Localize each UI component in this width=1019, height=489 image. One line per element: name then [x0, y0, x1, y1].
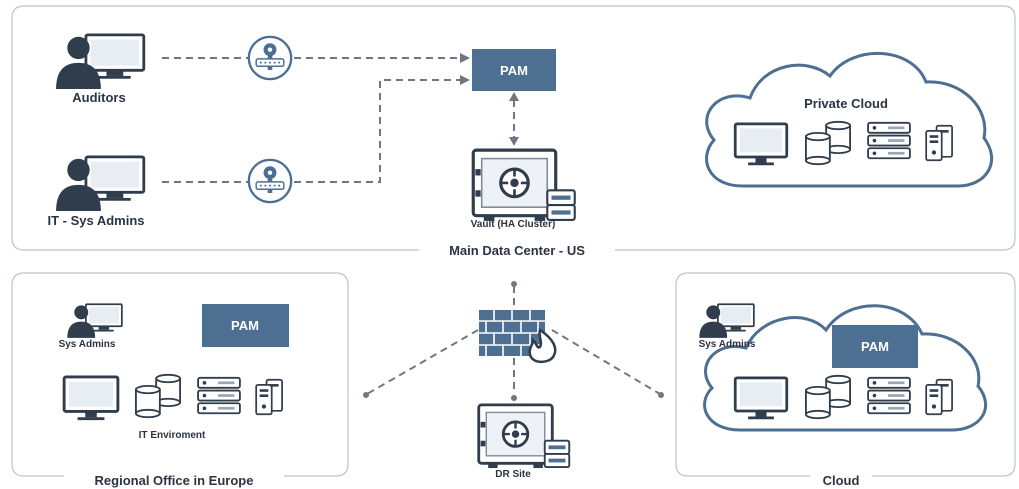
regional-sysadmins-label: Sys Admins	[59, 339, 116, 350]
arrow-head-icon	[460, 75, 470, 85]
connector-firewall-regional	[366, 329, 479, 395]
cloud-section: Cloud Sys Admins PAM	[675, 272, 1016, 488]
main-data-center-title: Main Data Center - US	[449, 243, 585, 258]
vault-label: Vault (HA Cluster)	[471, 219, 556, 230]
vault-icon	[471, 148, 577, 222]
private-cloud-label: Private Cloud	[804, 96, 888, 111]
main-pam-box: PAM	[472, 49, 556, 91]
auditors-user-icon	[54, 33, 146, 89]
regional-office-frame	[11, 272, 349, 477]
cloud-sysadmins-label: Sys Admins	[699, 339, 756, 350]
pc-tower-icon	[925, 378, 953, 416]
monitor-icon	[62, 375, 120, 422]
connector-itsys-pam	[162, 79, 462, 183]
dr-site-label: DR Site	[495, 469, 531, 480]
regional-office-section: Regional Office in Europe Sys Admins PAM…	[11, 272, 349, 488]
itsys-user-icon	[54, 155, 146, 211]
arrow-head-icon	[460, 53, 470, 63]
regional-sysadmins-user-icon	[66, 303, 123, 338]
cloud-frame	[675, 272, 1016, 477]
server-rack-icon	[867, 376, 911, 415]
regional-pam-label: PAM	[231, 318, 259, 333]
cloud-pam-label: PAM	[861, 339, 889, 354]
connector-node	[658, 392, 664, 398]
pc-tower-icon	[925, 124, 953, 162]
connector-firewall-cloud	[551, 329, 661, 395]
server-rack-icon	[197, 376, 241, 415]
cloud-sysadmins-user-icon	[698, 303, 755, 338]
regional-pam-box: PAM	[202, 304, 289, 347]
arrow-head-up-icon	[509, 92, 519, 101]
regional-env-label: IT Enviroment	[139, 430, 206, 441]
auditors-label: Auditors	[72, 90, 125, 105]
database-icon	[134, 373, 182, 419]
private-cloud: Private Cloud	[705, 52, 994, 188]
server-rack-icon	[867, 121, 911, 160]
main-pam-label: PAM	[500, 63, 528, 78]
arrow-head-down-icon	[509, 137, 519, 146]
connector-node	[363, 392, 369, 398]
itsys-key-icon	[247, 158, 293, 204]
cloud-pam-box: PAM	[832, 325, 918, 368]
connector-node	[511, 395, 517, 401]
private-cloud-shape	[705, 52, 994, 188]
cloud-title: Cloud	[823, 473, 860, 488]
firewall-dr-section: DR Site	[363, 281, 664, 480]
connector-node	[511, 281, 517, 287]
itsys-label: IT - Sys Admins	[47, 213, 144, 228]
firewall-icon	[479, 310, 557, 364]
auditors-key-icon	[247, 35, 293, 81]
main-data-center-section: Main Data Center - US Auditors IT - Sys …	[11, 5, 1016, 258]
dr-vault-icon	[477, 403, 571, 469]
main-data-center-frame	[11, 5, 1016, 251]
regional-office-title: Regional Office in Europe	[95, 473, 254, 488]
pc-tower-icon	[255, 378, 283, 416]
